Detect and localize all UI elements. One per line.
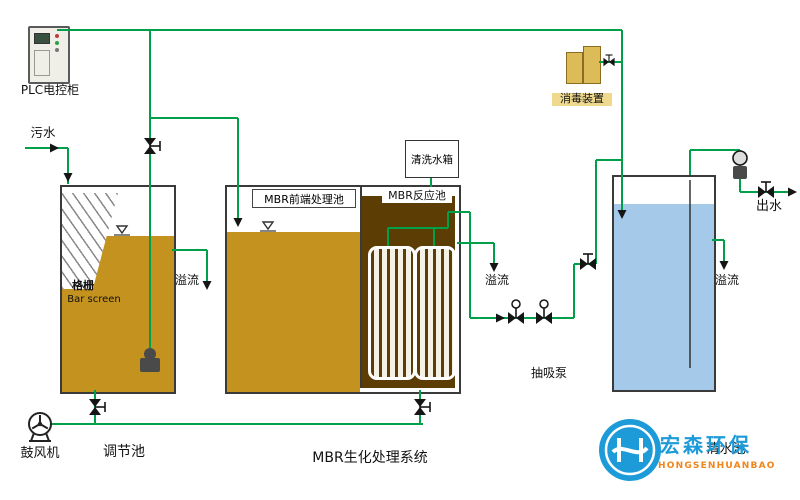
valve-icon: [88, 398, 106, 416]
membrane-module-2: [414, 246, 456, 380]
plc-indicator-red: [55, 34, 59, 38]
clean-water-liquid: [614, 204, 714, 390]
plc-indicator-green: [55, 41, 59, 45]
bar-screen-label: Bar screen: [67, 294, 121, 305]
mbr-divider-wall: [360, 187, 362, 388]
overflow-label-3: 溢流: [714, 273, 739, 287]
outlet-label: 出水: [755, 199, 782, 214]
suction-pump-icon: [507, 299, 525, 325]
overflow-label-2: 溢流: [484, 273, 509, 287]
outlet-arrow: [788, 187, 797, 197]
mbr-reactor-label: MBR反应池: [382, 189, 452, 203]
plc-door: [34, 50, 50, 76]
mbr-front-label: MBR前端处理池: [264, 192, 344, 206]
valve-icon: [143, 137, 161, 155]
valve-icon: [413, 398, 431, 416]
flow-arrow: [63, 173, 73, 182]
valve-icon: [757, 181, 775, 199]
plc-display: [34, 33, 50, 44]
cleaning-water-tank-label: 清洗水箱: [411, 153, 453, 166]
disinfection-label: 消毒装置: [552, 92, 612, 106]
mbr-tank: [225, 185, 461, 394]
logo-mark-icon: [599, 419, 661, 481]
mbr-front-label-box: MBR前端处理池: [252, 189, 356, 208]
overflow-arrow: [719, 261, 729, 270]
suction-pump-icon: [535, 299, 553, 325]
mbr-system-label: MBR生化处理系统: [312, 450, 428, 466]
regulating-tank-label: 调节池: [103, 444, 145, 460]
outlet-pump-icon: [732, 150, 748, 179]
plc-cabinet: [28, 26, 70, 84]
overflow-arrow: [489, 263, 499, 272]
grille-label: 格栅: [72, 279, 94, 292]
disinfection-box-2: [583, 46, 601, 84]
inlet-arrow: [50, 143, 59, 153]
suction-pump-label: 抽吸泵: [530, 366, 567, 380]
flow-arrow: [496, 313, 505, 323]
plc-indicator-gray: [55, 48, 59, 52]
valve-icon: [579, 253, 597, 271]
blower-label: 鼓风机: [20, 446, 60, 461]
valve-icon: [602, 54, 616, 67]
company-logo: [598, 418, 662, 482]
mbr-front-liquid: [227, 232, 360, 392]
logo-name: 宏森环保: [660, 433, 752, 457]
clean-water-tank: [612, 175, 716, 392]
sewage-inlet-label: 污水: [30, 125, 56, 140]
blower-icon: [28, 412, 52, 442]
disinfection-box-1: [566, 52, 583, 84]
plc-label: PLC电控柜: [20, 83, 80, 97]
overflow-label-1: 溢流: [174, 273, 199, 287]
cleaning-water-tank: 清洗水箱: [405, 140, 459, 178]
clean-water-tank-label: 清水池: [706, 442, 746, 457]
membrane-module-1: [368, 246, 416, 380]
logo-subtitle: HONGSENHUANBAO: [658, 461, 776, 471]
